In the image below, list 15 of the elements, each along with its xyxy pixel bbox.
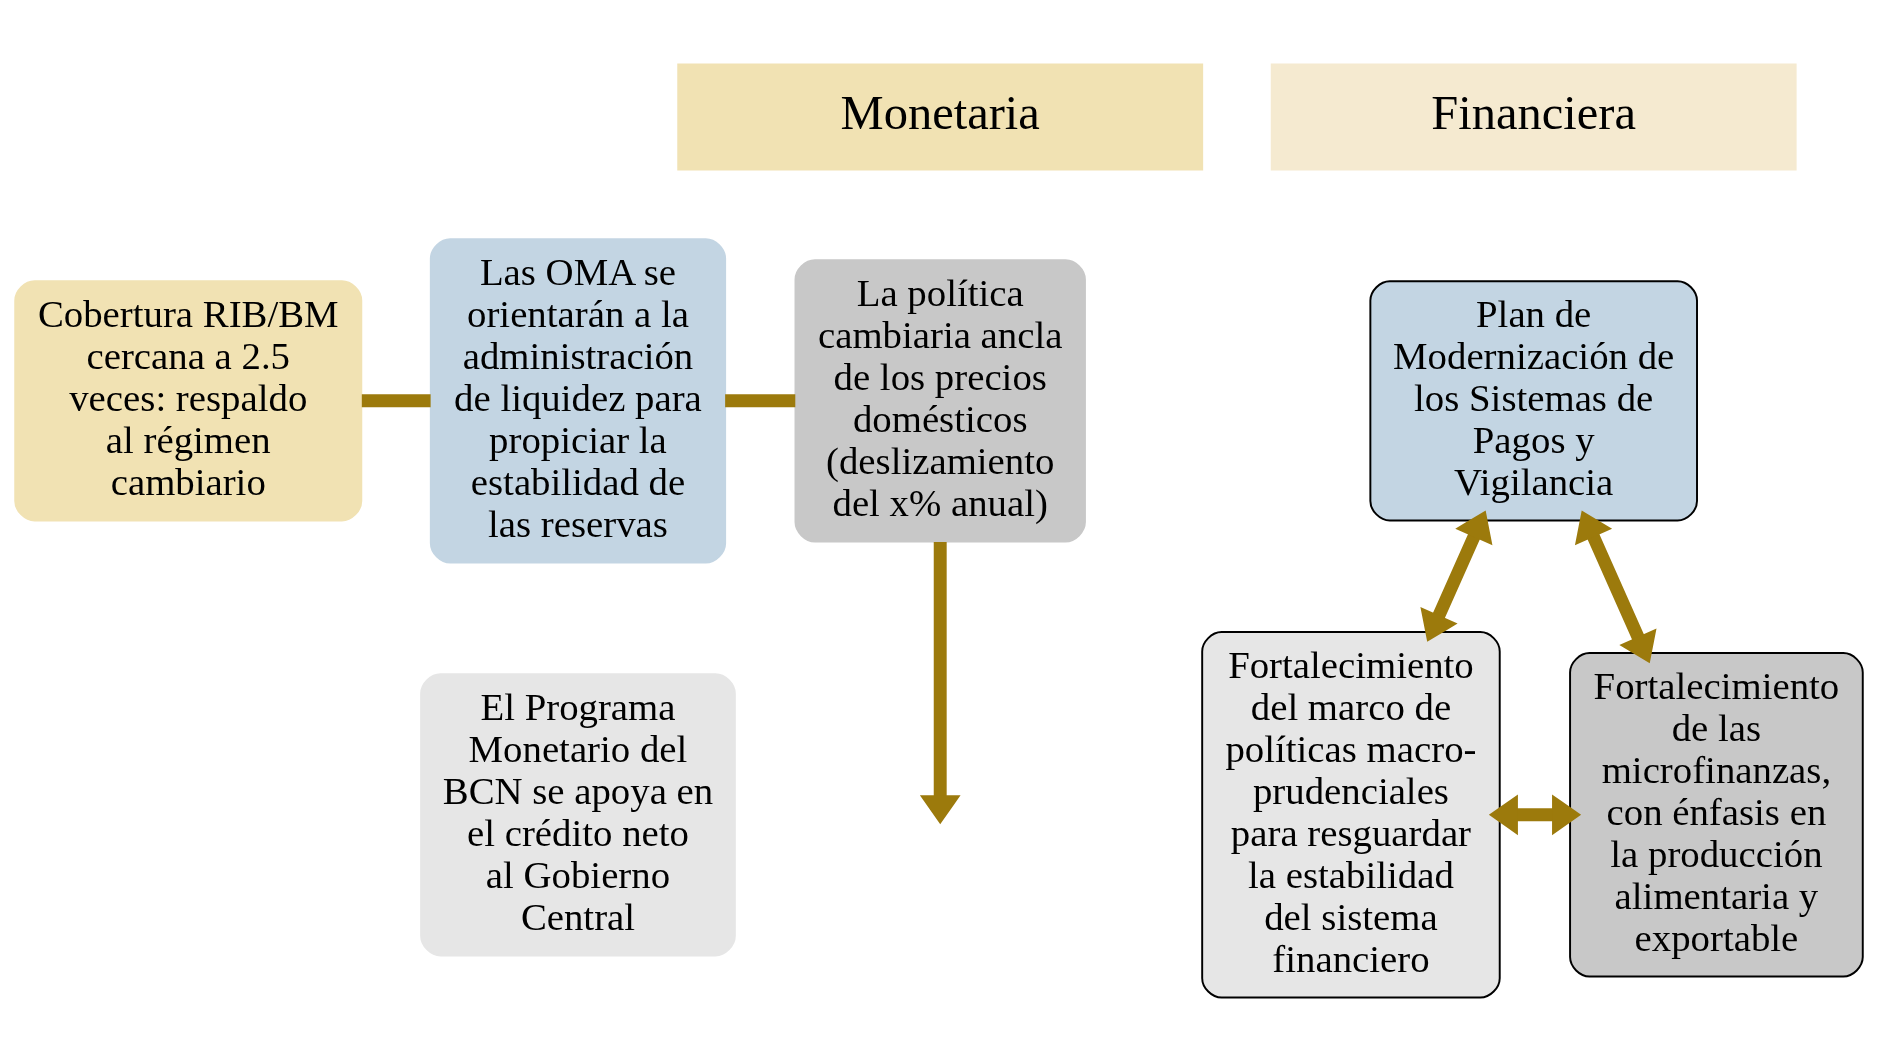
connector — [725, 393, 796, 407]
connector — [361, 393, 431, 407]
node-box: El Programa Monetario del BCN se apoya en el crédito neto al Gobierno Central — [420, 672, 736, 956]
node-box: Fortalecimiento del marco de políticas macro-prudenciales para resguardar la estabilidad del sistema financiero — [1201, 630, 1501, 998]
node-box: Monetaria — [677, 63, 1204, 171]
node-box: Cobertura RIB/BM cercana a 2.5 veces: respaldo al régimen cambiario — [14, 279, 363, 521]
arrow — [919, 541, 961, 824]
node-box: Financiera — [1270, 63, 1797, 171]
node-box: Fortalecimiento de las microfinanzas, con énfasis en la producción alimentaria y exportable — [1569, 651, 1864, 977]
node-box: La política cambiaria ancla de los precios domésticos (deslizamiento del x% anual) — [794, 258, 1086, 542]
arrow — [1488, 793, 1582, 835]
arrow — [1574, 509, 1657, 663]
node-box: Las OMA se orientarán a la administración de liquidez para propiciar la estabilidad de las reservas — [429, 237, 727, 563]
node-box: Plan de Modernización de los Sistemas de Pagos y Vigilancia — [1369, 279, 1698, 521]
arrow — [1420, 509, 1493, 642]
